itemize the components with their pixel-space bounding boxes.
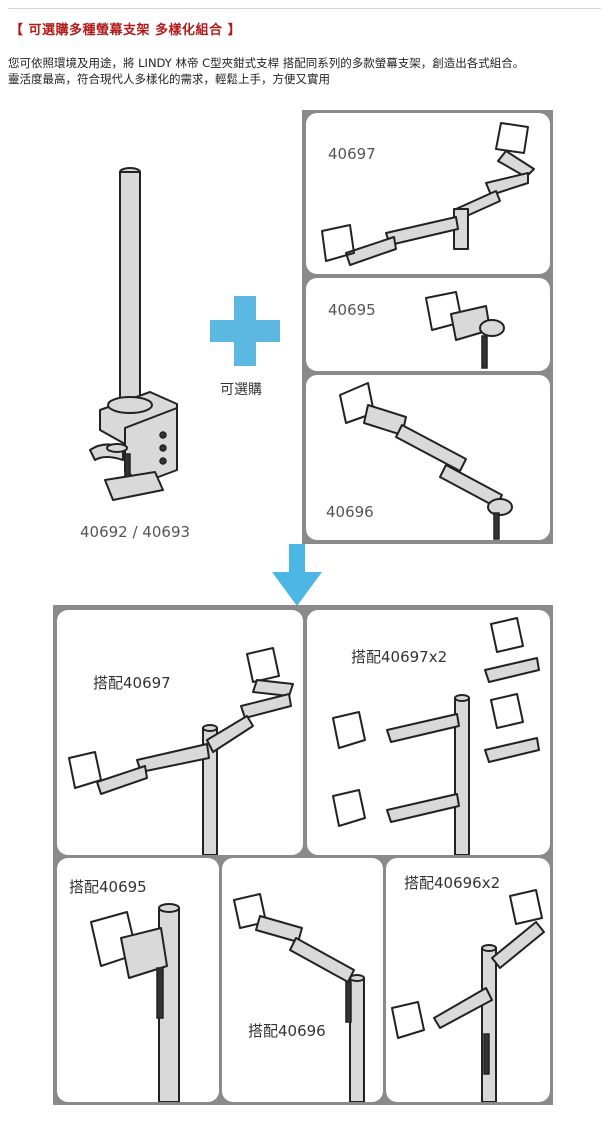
top-divider bbox=[8, 8, 601, 9]
option-model-label: 40696 bbox=[326, 503, 374, 521]
down-arrow-icon bbox=[272, 544, 322, 606]
long-arm-illustration bbox=[339, 382, 513, 540]
combo-40697x2-illustration bbox=[332, 617, 540, 855]
section-title: 【 可選購多種螢幕支架 多樣化組合 】 bbox=[10, 23, 242, 38]
combo-panel-40696x2: 搭配40696x2 bbox=[386, 858, 550, 1102]
description-line-1: 您可依照環境及用途，將 LINDY 林帝 C型夾鉗式支桿 搭配同系列的多款螢幕支… bbox=[8, 56, 525, 70]
option-panel-40697: 40697 bbox=[306, 113, 550, 274]
clamp-pole-illustration bbox=[89, 167, 178, 501]
optional-label: 可選購 bbox=[220, 382, 262, 398]
combo-panel-40696: 搭配40696 bbox=[222, 858, 383, 1102]
option-model-label: 40695 bbox=[328, 301, 376, 319]
section-description: 您可依照環境及用途，將 LINDY 林帝 C型夾鉗式支桿 搭配同系列的多款螢幕支… bbox=[8, 55, 604, 87]
dual-arm-illustration bbox=[321, 122, 535, 266]
combo-label: 搭配40697 bbox=[93, 674, 171, 692]
option-model-label: 40697 bbox=[328, 145, 376, 163]
option-panel-40696: 40696 bbox=[306, 375, 550, 540]
combo-panel-40697x2: 搭配40697x2 bbox=[307, 610, 550, 855]
combo-40696x2-illustration bbox=[391, 889, 545, 1102]
combo-40697-illustration bbox=[68, 647, 294, 855]
description-line-2: 靈活度最高，符合現代人多樣化的需求，輕鬆上手，方便又實用 bbox=[8, 72, 330, 86]
combo-label: 搭配40696x2 bbox=[404, 874, 501, 892]
combo-label: 搭配40696 bbox=[248, 1022, 326, 1040]
combo-40695-illustration bbox=[90, 903, 180, 1102]
combo-label: 搭配40695 bbox=[69, 878, 147, 896]
option-panel-40695: 40695 bbox=[306, 278, 550, 371]
plus-icon bbox=[210, 296, 280, 366]
base-model-label: 40692 / 40693 bbox=[80, 523, 191, 541]
combo-40696-illustration bbox=[233, 893, 365, 1102]
combo-label: 搭配40697x2 bbox=[351, 648, 448, 666]
single-mount-illustration bbox=[425, 291, 505, 369]
combo-panel-40697: 搭配40697 bbox=[57, 610, 303, 855]
combo-panel-40695: 搭配40695 bbox=[57, 858, 219, 1102]
